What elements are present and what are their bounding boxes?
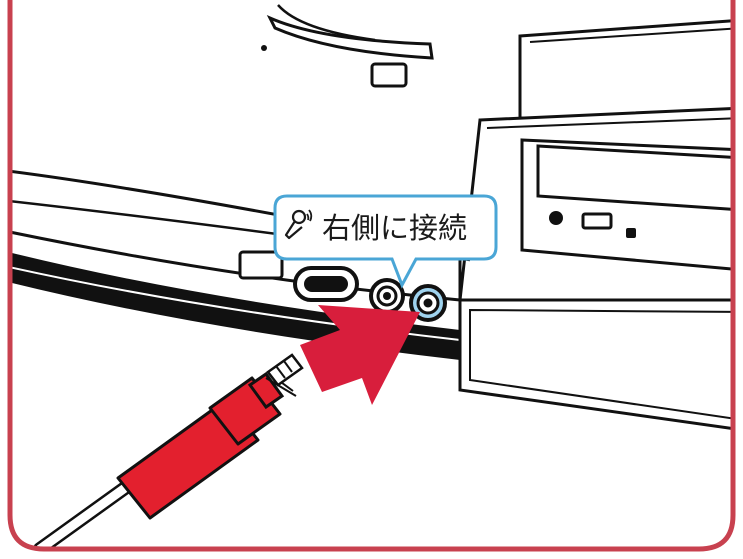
insertion-arrow [300,305,420,405]
disc-slot-area [240,0,480,88]
eject-button [370,62,408,88]
tower-usb-port [581,212,613,230]
tower-unit [458,18,733,432]
audio-plug [33,353,304,549]
left-audio-jack [369,278,405,314]
indicator-dot [261,45,267,51]
callout-label: 右側に接続 [322,211,467,245]
microphone-icon [284,209,313,240]
tower-led [626,228,636,238]
callout-bubble: 右側に接続 [273,194,498,289]
frame-border [7,0,736,552]
drive-bay [536,144,733,212]
usb-port [238,250,284,280]
right-audio-jack [409,284,447,322]
tower-jack [549,211,563,225]
plug-tip [266,353,304,387]
